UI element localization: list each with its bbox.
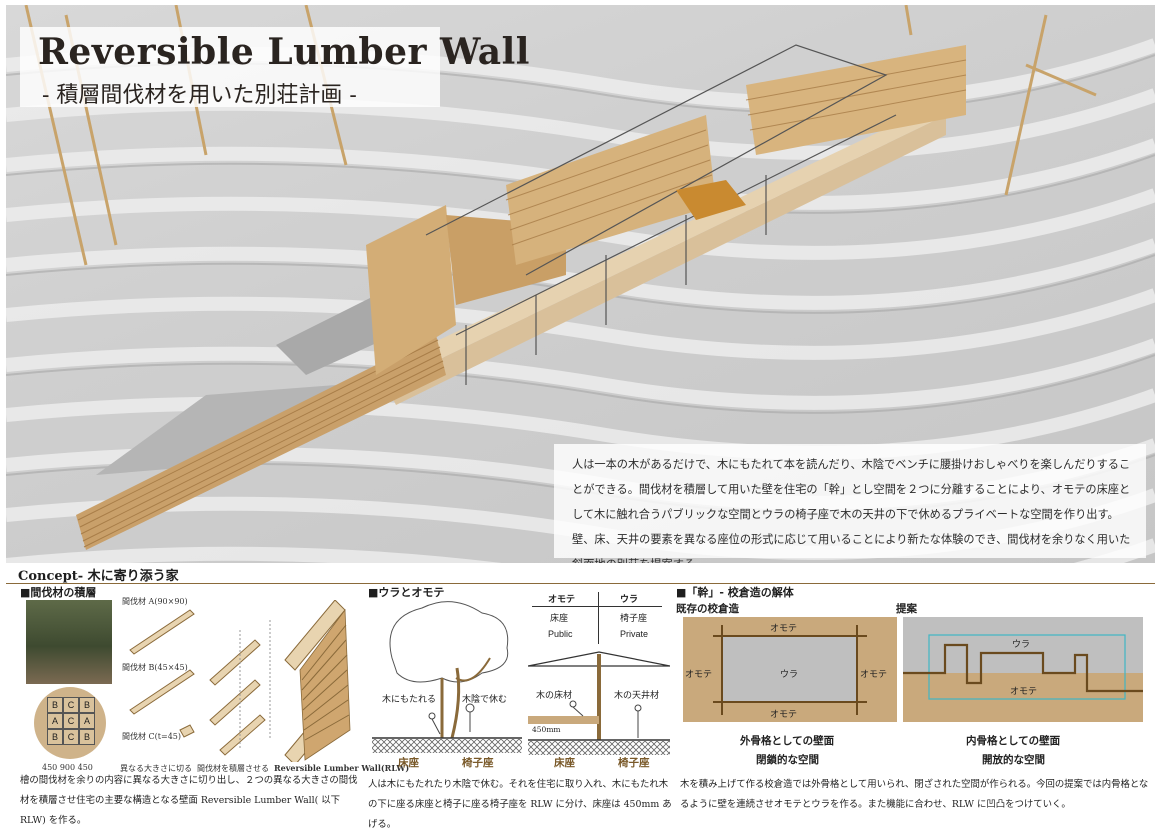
section2-heading: ■ウラとオモテ [368,586,445,599]
chair-seat-label: 椅子座 [462,757,494,769]
title-panel: Reversible Lumber Wall - 積層間伐材を用いた別荘計画 - [20,27,529,108]
lean-tree-label: 木にもたれる [382,695,437,705]
section1-paragraph: 檜の間伐材を余りの内容に異なる大きさに切り出し、２つの異なる大きさの間伐材を積層… [20,775,358,826]
rlw-label: Reversible Lumber Wall(RLW) [274,763,410,773]
right-caption-2: 開放的な空間 [982,754,1045,766]
existing-label: 既存の校倉造 [676,603,739,615]
lumber-c-label: 間伐材 C(t=45) [122,732,182,741]
floor-seat-label: 床座 [398,757,419,769]
section3-paragraph: 木を積み上げて作る校倉造では外骨格として用いられ、閉ざされた空間が作られる。今回… [680,779,1149,810]
concept-title: Concept- 木に寄り添う家 [18,569,179,584]
tree-diagram [372,601,522,753]
rest-shade-label: 木陰で休む [462,695,508,705]
table-public: Public [548,629,573,639]
grid-cell: A [79,713,95,729]
right-caption-1: 内骨格としての壁面 [966,735,1061,747]
section1-heading: ■間伐材の積層 [20,586,97,599]
proposal-omote: オモテ [1010,687,1038,697]
existing-interior [722,636,857,702]
cut-label: 異なる大きさに切る [120,764,192,773]
forest-photo [26,600,112,684]
section-diagram [528,651,670,755]
chair-seat-label-2: 椅子座 [618,757,650,769]
proposal-ura-zone [903,617,1143,673]
existing-omote-top: オモテ [770,624,798,634]
project-subtitle: - 積層間伐材を用いた別荘計画 - [42,83,357,108]
table-ura: ウラ [620,595,639,605]
table-chair: 椅子座 [620,614,648,624]
section3-heading: ■「幹」- 校倉造の解体 [676,586,794,599]
grid-cell: B [47,697,63,713]
table-divider-h [532,606,662,607]
project-title: Reversible Lumber Wall [38,31,530,73]
existing-omote-left: オモテ [685,670,713,680]
concept-header: Concept- 木に寄り添う家 [6,563,1155,584]
grid-cell: A [47,713,63,729]
left-caption-1: 外骨格としての壁面 [740,735,835,747]
proposal-ura: ウラ [1012,640,1031,650]
grid-cell: B [79,697,95,713]
left-caption-2: 閉鎖的な空間 [756,754,819,766]
grid-cell: B [47,729,63,745]
table-floor: 床座 [550,614,569,624]
proposal-label: 提案 [896,603,917,615]
lumber-stack-drawing [129,600,351,762]
lumber-a-label: 間伐材 A(90×90) [122,597,188,606]
model-photo: Reversible Lumber Wall - 積層間伐材を用いた別荘計画 -… [6,5,1155,563]
grid-cell: C [63,729,79,745]
existing-frame-lines [713,625,867,715]
lumber-b-label: 間伐材 B(45×45) [122,663,188,672]
grid-cell: C [63,713,79,729]
wood-ceiling-label: 木の天井材 [614,691,660,701]
section2-paragraph: 人は木にもたれたり木陰で休む。それを住宅に取り入れ、木にもたれ木の下に座る床座と… [368,779,672,830]
table-omote: オモテ [548,595,576,605]
table-private: Private [620,629,649,639]
description-panel: 人は一本の木があるだけで、木にもたれて本を読んだり、木陰でベンチに腰掛けおしゃべ… [554,444,1146,563]
existing-omote-bottom: オモテ [770,710,798,720]
description-text: 人は一本の木があるだけで、木にもたれて本を読んだり、木陰でベンチに腰掛けおしゃべ… [572,458,1131,563]
stack-label: 間伐材を積層させる [197,764,269,773]
table-divider-v [598,592,599,644]
proposal-wall-line [903,634,1143,700]
model-illustration [6,5,1155,563]
grid-cell: B [79,729,95,745]
existing-ura: ウラ [780,670,799,680]
grid-dimensions: 450 900 450 [42,763,93,772]
dimension-450-label: 450mm [532,725,561,734]
existing-omote-right: オモテ [860,670,888,680]
grid-cell: C [63,697,79,713]
wood-floor-label: 木の床材 [536,691,573,701]
floor-seat-label-2: 床座 [554,757,575,769]
